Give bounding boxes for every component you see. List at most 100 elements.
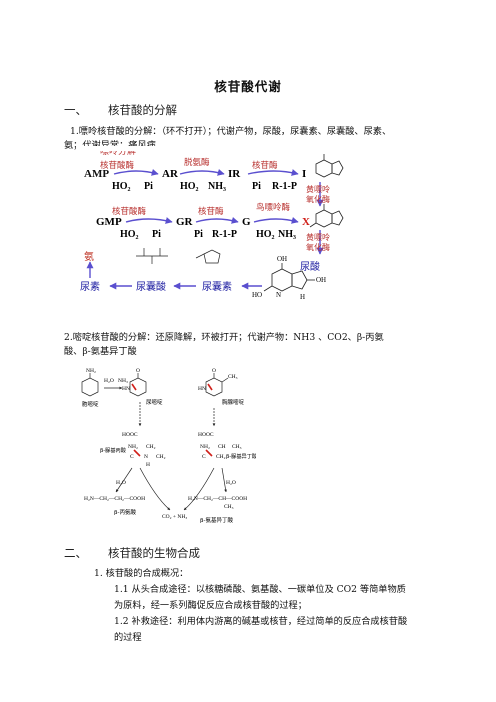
beta-alanine-formula: H₂N—CH₂—CH₂—COOH bbox=[84, 496, 145, 502]
purine-degradation-figure: 嘌呤分解 AMP 核苷酸酶 HO₂ Pi AR 脱氨酶 HO₂ NH₃ IR 核… bbox=[76, 146, 366, 310]
h2o-label: H₂O bbox=[116, 480, 126, 486]
byproduct: R-1-P bbox=[212, 229, 237, 240]
byproduct: HO₂ bbox=[120, 229, 139, 240]
label-allantoic-acid: 尿囊酸 bbox=[136, 280, 166, 293]
enzyme-label: 核苷酶 bbox=[252, 160, 278, 171]
ho-label: HO bbox=[252, 291, 262, 299]
ch3-label: CH₃ bbox=[224, 504, 234, 510]
n-label: N bbox=[144, 454, 148, 460]
ch2-label: CH₂ bbox=[216, 454, 226, 460]
paragraph-purine-line1: 1.嘌呤核苷酸的分解：（环不打开）；代谢产物，尿酸，尿囊素、尿囊酸、尿素、 bbox=[70, 126, 392, 137]
oh-label: OH bbox=[316, 276, 326, 284]
ch-label: CH bbox=[218, 444, 226, 450]
label-ir: IR bbox=[228, 168, 241, 180]
list-item-1-2-line2: 的过程 bbox=[114, 632, 142, 643]
hypoxanthine-structure bbox=[315, 154, 344, 178]
label-beta-ureidoisobutyric: β-脲基异丁酸 bbox=[226, 452, 256, 460]
byproduct: Pi bbox=[152, 229, 161, 240]
uric-acid-structure bbox=[263, 263, 315, 292]
nh2-label: NH₂ bbox=[128, 444, 138, 450]
h-label: H bbox=[300, 293, 305, 301]
beta-aminoisobutyric-formula: H₂N—CH₂—CH—COOH bbox=[188, 496, 247, 502]
enzyme-label: 黄嘌呤 bbox=[306, 232, 330, 242]
label-gmp: GMP bbox=[96, 216, 122, 228]
section-title: 核苷酸的生物合成 bbox=[108, 546, 200, 560]
thymine-structure bbox=[205, 373, 229, 397]
n-label: N bbox=[276, 291, 281, 299]
section-number: 一、 bbox=[64, 103, 87, 117]
paragraph-pyrimidine-line2: 酸、β-氨基异丁酸 bbox=[64, 346, 137, 357]
label-beta-alanine: β-丙氨酸 bbox=[114, 508, 136, 516]
label-beta-aminoisobutyric: β-氨基异丁酸 bbox=[200, 516, 233, 524]
label-beta-ureidopropionic: β-脲基丙酸 bbox=[100, 446, 127, 454]
nh2-label: NH₂ bbox=[86, 368, 96, 374]
hooc-label: HOOC bbox=[198, 432, 214, 438]
allantoic-acid-structure bbox=[136, 248, 168, 264]
c-label: C bbox=[202, 454, 206, 460]
label-allantoin: 尿囊素 bbox=[202, 280, 232, 293]
enzyme-label: 核苷酸酶 bbox=[112, 206, 147, 217]
o-label: O bbox=[136, 368, 140, 374]
pyrimidine-degradation-figure: NH₂ 胞嘧啶 H₂O NH₃ O HN 尿嘧啶 O CH₃ bbox=[76, 368, 256, 532]
list-item-1: 1. 核苷酸的合成概况： bbox=[94, 568, 189, 579]
paragraph-purine-line2: 氨；代谢异常：痛风病 bbox=[64, 140, 156, 151]
enzyme-label: 核苷酶 bbox=[198, 206, 224, 217]
xanthine-structure bbox=[309, 204, 344, 228]
byproduct: NH₃ bbox=[208, 181, 226, 192]
label-urea: 尿素 bbox=[80, 280, 100, 293]
label-ammonia: 氨 bbox=[84, 250, 94, 263]
section-number: 二、 bbox=[64, 546, 87, 560]
list-item-1-1-line1: 1.1 从头合成途径：以核糖磷酸、氨基酸、一碳单位及 CO2 等简单物质 bbox=[114, 584, 406, 595]
byproduct: Pi bbox=[144, 181, 153, 192]
ch3-label: CH₃ bbox=[232, 444, 242, 450]
byproduct: HO₂ bbox=[256, 229, 275, 240]
section-heading-2: 二、 核苷酸的生物合成 bbox=[64, 545, 200, 561]
enzyme-label: 氧化酶 bbox=[306, 194, 330, 204]
uracil-structure bbox=[129, 373, 147, 397]
section-heading-1: 一、 核苷酸的分解 bbox=[64, 102, 177, 118]
label-gr: GR bbox=[176, 216, 194, 228]
page-title: 核苷酸代谢 bbox=[214, 79, 282, 94]
label-g: G bbox=[242, 216, 251, 228]
ch2-label: CH₂ bbox=[156, 454, 166, 460]
label-i: I bbox=[302, 168, 306, 180]
enzyme-label: 黄嘌呤 bbox=[306, 184, 330, 194]
byproduct: Pi bbox=[194, 229, 203, 240]
hn-label: HN bbox=[122, 386, 130, 392]
enzyme-label: 氧化酶 bbox=[306, 242, 330, 252]
h2o-label: H₂O bbox=[226, 480, 236, 486]
label-uric-acid: 尿酸 bbox=[300, 260, 320, 273]
list-item-1-1-line2: 为原料，经一系列酶促反应合成核苷酸的过程； bbox=[114, 600, 307, 611]
label-x: X bbox=[302, 216, 310, 228]
oh-label: OH bbox=[277, 255, 287, 263]
label-uracil: 尿嘧啶 bbox=[146, 398, 163, 406]
label-amp: AMP bbox=[84, 168, 109, 180]
allantoin-structure bbox=[195, 249, 221, 264]
byproduct: Pi bbox=[252, 181, 261, 192]
pyrimidine-diagram-svg: NH₂ 胞嘧啶 H₂O NH₃ O HN 尿嘧啶 O CH₃ bbox=[81, 368, 256, 524]
nh3-label: NH₃ bbox=[118, 378, 128, 384]
cytosine-structure bbox=[81, 373, 99, 397]
ch3-label: CH₃ bbox=[228, 374, 238, 380]
ch2-label: CH₂ bbox=[146, 444, 156, 450]
byproduct: R-1-P bbox=[272, 181, 297, 192]
co2-nh3-label: CO₂ + NH₃ bbox=[162, 514, 187, 520]
label-cytosine: 胞嘧啶 bbox=[82, 400, 99, 408]
byproduct: HO₂ bbox=[112, 181, 131, 192]
enzyme-label: 核苷酸酶 bbox=[100, 160, 135, 171]
c-label: C bbox=[130, 454, 134, 460]
hooc-label: HOOC bbox=[122, 432, 138, 438]
section-title: 核苷酸的分解 bbox=[108, 103, 177, 117]
o-label: O bbox=[212, 368, 216, 374]
label-thymine: 胸腺嘧啶 bbox=[222, 398, 245, 406]
hn-label: HN bbox=[198, 386, 206, 392]
byproduct: NH₃ bbox=[278, 229, 296, 240]
overlay-heading: 嘌呤分解 bbox=[100, 146, 136, 157]
h2o-label: H₂O bbox=[104, 378, 114, 384]
enzyme-label: 脱氨酶 bbox=[184, 157, 210, 168]
h-label: H bbox=[146, 462, 150, 468]
nh2-label: NH₂ bbox=[200, 444, 210, 450]
list-item-1-2-line1: 1.2 补救途径：利用体内游离的碱基或核苷，经过简单的反应合成核苷酸 bbox=[114, 616, 408, 627]
purine-diagram-svg: 嘌呤分解 AMP 核苷酸酶 HO₂ Pi AR 脱氨酶 HO₂ NH₃ IR 核… bbox=[76, 146, 366, 301]
